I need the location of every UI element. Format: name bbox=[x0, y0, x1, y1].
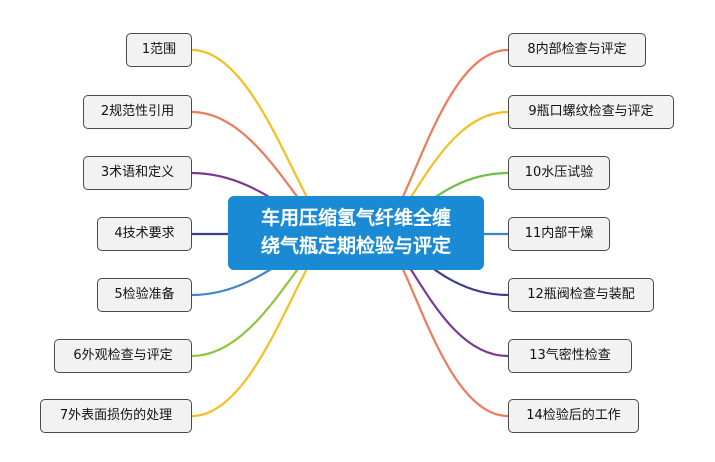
branch-node-surface-damage-treatment[interactable]: 7外表面损伤的处理 bbox=[40, 399, 192, 433]
branch-node-normative-references[interactable]: 2规范性引用 bbox=[83, 95, 192, 129]
central-topic-line-2: 绕气瓶定期检验与评定 bbox=[260, 235, 451, 257]
central-topic-line-1: 车用压缩氢气纤维全缠 bbox=[260, 207, 451, 229]
branch-node-technical-requirements[interactable]: 4技术要求 bbox=[97, 217, 192, 251]
branch-node-leak-test[interactable]: 13气密性检查 bbox=[508, 339, 632, 373]
branch-node-hydraulic-test[interactable]: 10水压试验 bbox=[508, 156, 610, 190]
branch-node-inspection-preparation[interactable]: 5检验准备 bbox=[97, 278, 192, 312]
branch-node-valve-inspection[interactable]: 12瓶阀检查与装配 bbox=[508, 278, 654, 312]
branch-node-terms-definitions[interactable]: 3术语和定义 bbox=[83, 156, 192, 190]
branch-node-visual-inspection[interactable]: 6外观检查与评定 bbox=[54, 339, 192, 373]
branch-node-internal-inspection[interactable]: 8内部检查与评定 bbox=[508, 33, 646, 67]
branch-node-thread-inspection[interactable]: 9瓶口螺纹检查与评定 bbox=[508, 95, 674, 129]
central-topic[interactable]: 车用压缩氢气纤维全缠 绕气瓶定期检验与评定 bbox=[228, 196, 484, 270]
branch-node-scope[interactable]: 1范围 bbox=[126, 33, 192, 67]
branch-node-internal-drying[interactable]: 11内部干燥 bbox=[508, 217, 610, 251]
branch-node-post-inspection-work[interactable]: 14检验后的工作 bbox=[508, 399, 639, 433]
